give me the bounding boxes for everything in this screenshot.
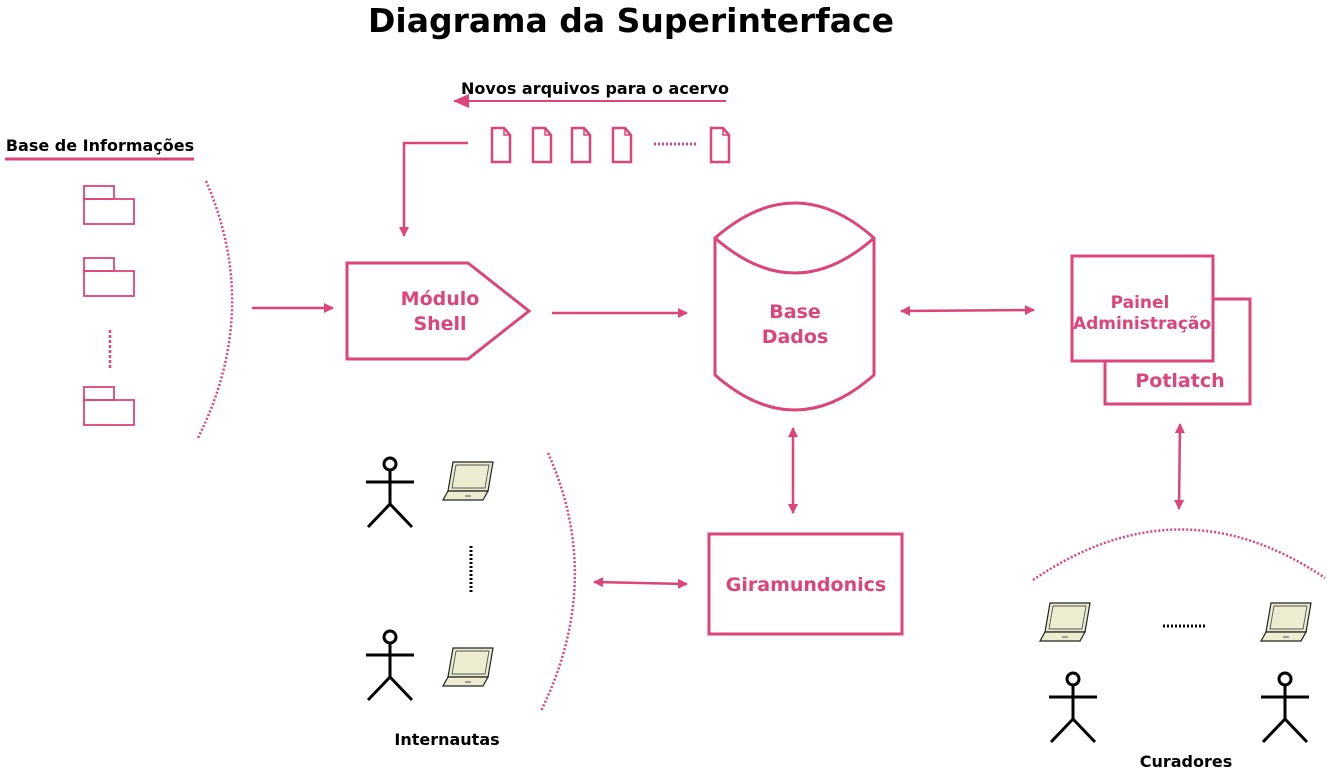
modulo-shell-shape	[345, 261, 532, 361]
painel-administracao-node: Painel Administração	[1070, 254, 1215, 363]
base-informacoes-modules	[83, 185, 135, 426]
curadores-bracket-arc	[1032, 528, 1326, 582]
internautas-bracket-arc	[539, 452, 577, 712]
giramundonics-label: Giramundonics	[726, 574, 886, 596]
base-dados-top-ellipse	[714, 236, 875, 275]
painel-administracao-label-line2: Administração	[1073, 314, 1211, 334]
internautas-label: Internautas	[394, 730, 499, 749]
base-informacoes-label: Base de Informações	[6, 136, 194, 155]
actor-icon	[1047, 671, 1099, 744]
internautas-group: Internautas	[364, 452, 577, 749]
document-icon	[570, 126, 592, 164]
painel-administracao-shape	[1070, 254, 1215, 363]
module-icon	[83, 257, 135, 297]
actor-icon	[364, 629, 416, 702]
giramundonics-shape	[707, 532, 904, 636]
potlatch-curadores-arrow	[1174, 423, 1185, 510]
novos-arquivos-label: Novos arquivos para o acervo	[461, 79, 729, 98]
laptop-icon	[442, 647, 494, 687]
actor-icon	[1259, 671, 1311, 744]
base-dados-label-line1: Base	[769, 301, 821, 323]
laptop-icon	[1260, 602, 1312, 642]
actor-icon	[364, 456, 416, 529]
modulo-shell-label-line2: Shell	[413, 313, 466, 335]
docs-to-shell-connector	[399, 141, 468, 237]
base-informacoes-bracket-arc	[196, 180, 234, 439]
painel-administracao-label-line1: Painel	[1111, 293, 1170, 313]
document-icons-row	[490, 126, 731, 164]
document-icon	[709, 126, 731, 164]
modulo-shell-node: Módulo Shell	[345, 261, 532, 361]
document-icon	[490, 126, 512, 164]
base-dados-shape	[713, 201, 876, 412]
giramundonics-node: Giramundonics	[707, 532, 904, 636]
modulo-shell-label-line1: Módulo	[401, 288, 480, 310]
document-icon	[531, 126, 553, 164]
potlatch-label: Potlatch	[1135, 370, 1224, 392]
module-icon	[83, 386, 135, 426]
diagram-title: Diagrama da Superinterface	[368, 1, 894, 40]
curadores-label: Curadores	[1140, 752, 1233, 771]
laptop-icon	[1039, 602, 1091, 642]
internautas-giramundonics-arrow	[593, 577, 688, 589]
base-dados-node: Base Dados	[713, 201, 876, 412]
module-icon	[83, 185, 135, 225]
curadores-group: Curadores	[1032, 528, 1326, 771]
laptop-icon	[442, 461, 494, 501]
database-painel-arrow	[900, 305, 1035, 316]
document-icon	[611, 126, 633, 164]
base-dados-label-line2: Dados	[762, 326, 829, 348]
